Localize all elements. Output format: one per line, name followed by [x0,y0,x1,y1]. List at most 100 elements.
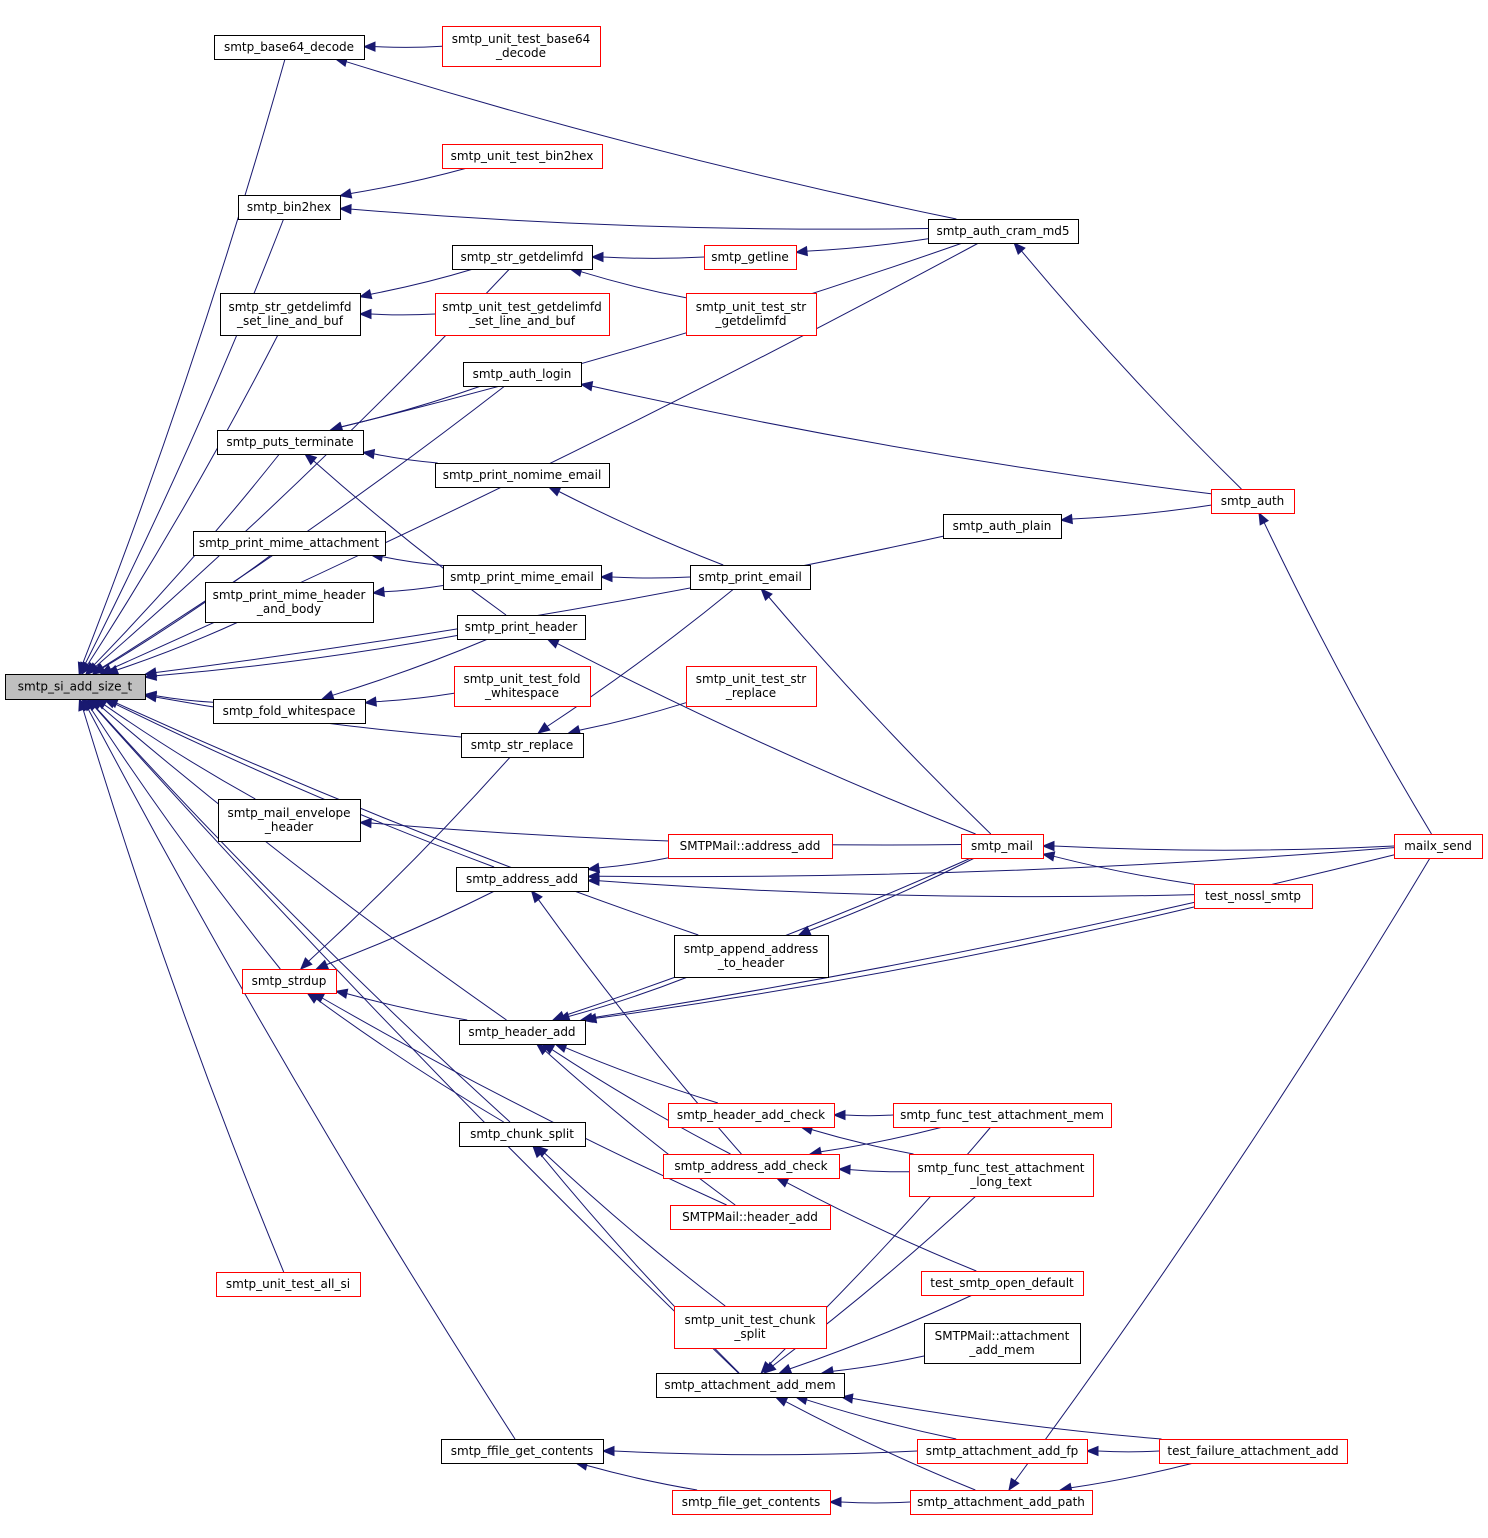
node-label: _set_line_and_buf [236,314,344,328]
call-edge-print_header-to-root [143,635,458,681]
node-ut-bin2hex[interactable]: smtp_unit_test_bin2hex [442,144,603,169]
node-addr-add[interactable]: smtp_address_add [456,867,589,892]
call-edge-att_path-to-file_get [828,1496,911,1508]
call-edge-chunk-to-root [86,698,511,1123]
node-chunk[interactable]: smtp_chunk_split [459,1122,586,1147]
node-replace[interactable]: smtp_str_replace [461,733,584,758]
node-box [442,144,603,169]
node-env-hdr[interactable]: smtp_mail_envelope_header [218,799,361,842]
node-box [917,1439,1088,1464]
node-addr-check[interactable]: smtp_address_add_check [663,1154,840,1179]
node-box [961,834,1044,859]
node-ut-gd[interactable]: smtp_unit_test_str_getdelimfd [686,293,817,336]
node-label: smtp_attachment_add_fp [926,1444,1078,1458]
call-edge-tf_att-to-att_mem [840,1393,1162,1440]
node-label: smtp_unit_test_bin2hex [451,149,594,163]
node-auth[interactable]: smtp_auth [1211,489,1295,514]
call-edge-append_addr-to-root [105,698,699,936]
node-mail[interactable]: smtp_mail [961,834,1044,859]
node-box [463,362,582,387]
node-ffile[interactable]: smtp_ffile_get_contents [441,1439,604,1464]
call-edge-ut_gd_set-to-gd_set [358,308,436,320]
arrowhead [547,486,562,497]
node-fold[interactable]: smtp_fold_whitespace [213,699,366,724]
node-box [459,1122,586,1147]
node-label: smtp_bin2hex [247,200,331,214]
node-ut-replace[interactable]: smtp_unit_test_str_replace [686,666,817,707]
call-edge-getdelim-to-gd_set [358,268,474,300]
node-root[interactable]: smtp_si_add_size_t [5,674,146,700]
node-ft-att-long[interactable]: smtp_func_test_attachment_long_text [909,1154,1094,1197]
node-mailx[interactable]: mailx_send [1394,834,1483,859]
node-mime-att[interactable]: smtp_print_mime_attachment [193,531,386,556]
node-box [435,463,610,488]
arrowhead [837,1164,851,1175]
node-label: _decode [495,46,546,60]
node-auth-login[interactable]: smtp_auth_login [463,362,582,387]
node-label: smtp_str_replace [471,738,574,752]
call-edge-print_email-to-mime_email [599,571,691,583]
node-nossl[interactable]: test_nossl_smtp [1194,884,1313,909]
node-box [668,1103,835,1128]
node-label: SMTPMail::attachment [935,1329,1070,1343]
node-ut-chunk[interactable]: smtp_unit_test_chunk_split [674,1306,827,1349]
call-edge-att_fp-to-att_mem [794,1394,957,1440]
node-getdelim[interactable]: smtp_str_getdelimfd [452,245,593,270]
node-gd-set[interactable]: smtp_str_getdelimfd_set_line_and_buf [220,293,361,336]
node-print-header[interactable]: smtp_print_header [457,615,586,640]
arrowhead [338,188,353,199]
node-ut-fold[interactable]: smtp_unit_test_fold_whitespace [454,666,591,707]
node-mime-hb[interactable]: smtp_print_mime_header_and_body [205,582,374,623]
node-box [893,1103,1112,1128]
arrowhead [362,41,376,52]
node-label: smtp_mail_envelope [227,806,350,820]
node-cram[interactable]: smtp_auth_cram_md5 [928,219,1079,244]
node-strdup[interactable]: smtp_strdup [242,969,337,994]
node-ut-gd-set[interactable]: smtp_unit_test_getdelimfd_set_line_and_b… [435,293,610,336]
node-ut-b64[interactable]: smtp_unit_test_base64_decode [442,26,601,67]
node-ut-all-si[interactable]: smtp_unit_test_all_si [216,1272,361,1297]
call-edge-cpp_hdr-to-hdr_add [535,1043,736,1206]
node-label: smtp_print_nomime_email [443,468,602,482]
node-puts-term[interactable]: smtp_puts_terminate [217,430,364,455]
node-hdr-add[interactable]: smtp_header_add [459,1020,586,1045]
node-label: smtp_print_header [465,620,578,634]
node-b64[interactable]: smtp_base64_decode [214,35,365,60]
node-label: smtp_unit_test_str [696,300,807,314]
arrowhead [1041,840,1055,852]
node-append-addr[interactable]: smtp_append_address_to_header [674,935,829,978]
node-getline[interactable]: smtp_getline [704,245,797,270]
node-mime-email[interactable]: smtp_print_mime_email [443,565,602,590]
node-open-def[interactable]: test_smtp_open_default [921,1271,1084,1296]
node-ft-att-mem[interactable]: smtp_func_test_attachment_mem [893,1103,1112,1128]
node-auth-plain[interactable]: smtp_auth_plain [943,514,1062,539]
call-edge-auth-to-auth_login [579,381,1212,495]
node-label: test_failure_attachment_add [1167,1444,1338,1458]
node-print-email[interactable]: smtp_print_email [690,565,811,590]
node-box [441,1439,604,1464]
arrowhead [832,1109,846,1121]
arrowhead [315,959,330,970]
node-bin2hex[interactable]: smtp_bin2hex [238,195,341,220]
node-hdr-check[interactable]: smtp_header_add_check [668,1103,835,1128]
node-att-fp[interactable]: smtp_attachment_add_fp [917,1439,1088,1464]
node-tf-att[interactable]: test_failure_attachment_add [1159,1439,1348,1464]
arrowhead [92,663,107,675]
node-cpp-hdr[interactable]: SMTPMail::header_add [670,1205,831,1230]
node-label: smtp_file_get_contents [682,1495,820,1509]
arrowhead [840,1393,854,1404]
node-att-mem[interactable]: smtp_attachment_add_mem [656,1373,845,1398]
node-box [668,834,833,859]
node-cpp-att-mem[interactable]: SMTPMail::attachment_add_mem [924,1323,1081,1364]
arrowhead [334,988,349,999]
node-box [1211,489,1295,514]
node-label: smtp_getline [711,250,789,264]
node-att-path[interactable]: smtp_attachment_add_path [910,1490,1093,1515]
call-edge-print_email-to-replace [537,588,735,734]
arrowhead [320,690,335,701]
arrowhead [143,691,158,703]
node-nomime[interactable]: smtp_print_nomime_email [435,463,610,488]
node-cpp-addr[interactable]: SMTPMail::address_add [668,834,833,859]
arrowhead [1085,1445,1099,1457]
node-file-get[interactable]: smtp_file_get_contents [672,1490,831,1515]
